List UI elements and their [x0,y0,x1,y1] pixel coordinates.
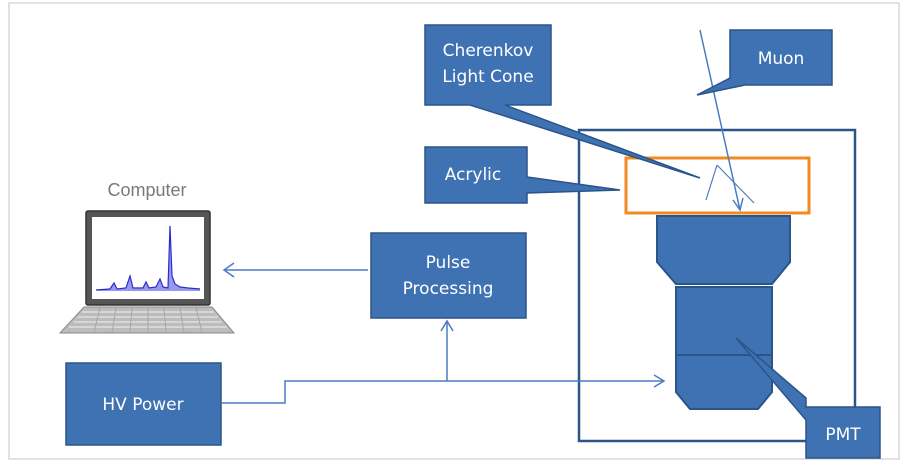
hv-to-pmt-arrowhead [653,374,666,388]
pmt-lower-body [675,286,773,410]
pulse-label-line1: Pulse [426,253,471,273]
cherenkov-label-line1: Cherenkov [443,41,534,61]
hv-power-label: HV Power [102,395,183,415]
muon-arrowhead [732,197,744,212]
acrylic-block [624,156,811,215]
acrylic-callout [424,146,621,204]
diagram-frame [8,2,900,460]
muon-track [699,29,741,211]
cherenkov-ray-left [705,164,718,201]
cherenkov-callout [424,24,701,179]
hv-wire [222,380,663,404]
pulse-processing-box [370,232,527,319]
laptop-icon [58,210,236,334]
computer-label: Computer [107,180,186,200]
cherenkov-label-line2: Light Cone [442,67,533,87]
pmt-callout [735,337,881,459]
arrow-to-computer-head [222,262,235,278]
hv-power-box [65,362,222,446]
pmt-upper-body [656,215,791,285]
hv-to-pulse-arrowhead [440,319,454,332]
pmt-label: PMT [825,425,861,445]
muon-callout [696,29,833,96]
muon-label: Muon [758,49,805,69]
cherenkov-ray-right [716,164,755,204]
acrylic-label: Acrylic [445,165,502,185]
detector-enclosure [577,128,857,443]
pulse-label-line2: Processing [403,279,494,299]
laptop-keyboard [58,306,236,334]
